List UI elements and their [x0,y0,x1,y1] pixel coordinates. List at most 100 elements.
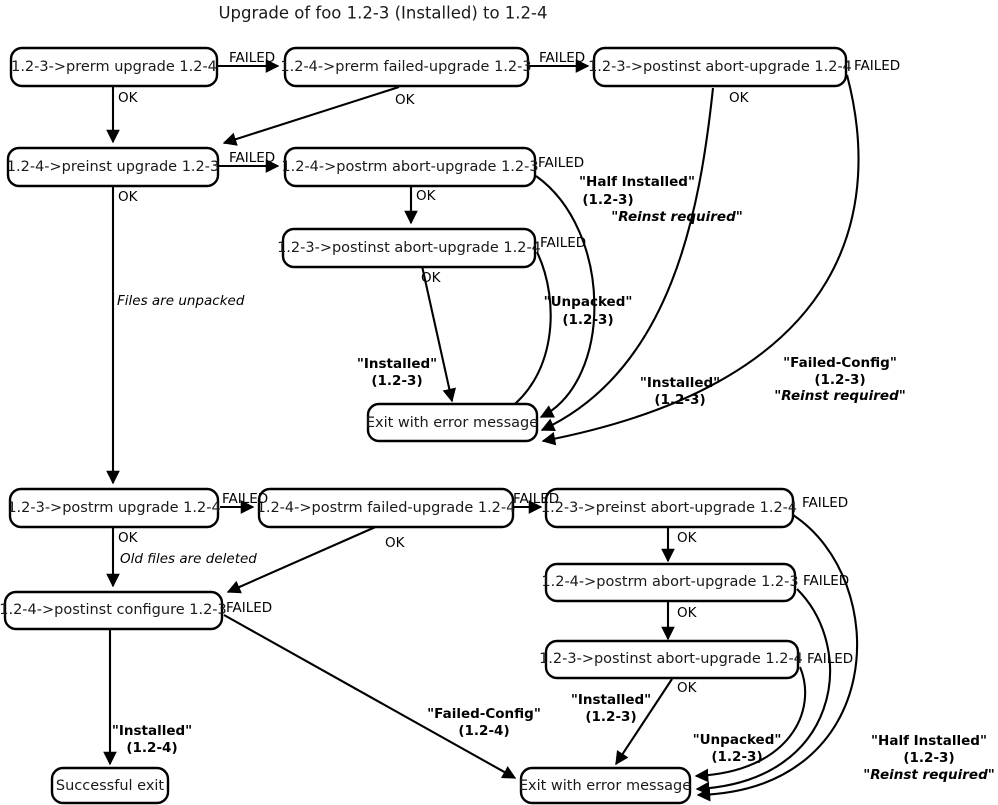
node-label: 1.2-4->postinst configure 1.2-3 [0,602,227,618]
edge-label-failed: FAILED [513,491,559,507]
state-name: "Half Installed" [871,733,987,749]
edge-postinstabortlow-ok [615,678,673,766]
edge-postinstabortmid-ok [420,265,456,403]
state-reinst-required: "Reinst required" [611,209,743,225]
node-label: 1.2-3->preinst abort-upgrade 1.2-4 [541,500,797,516]
state-name: "Installed" [640,375,720,391]
node-label: 1.2-3->postinst abort-upgrade 1.2-4 [588,59,852,75]
state-installed-top-left: "Installed" (1.2-3) [357,356,437,389]
edge-prermfailed-ok [222,85,400,146]
state-version: (1.2-3) [711,749,762,765]
edge-label-failed: FAILED [229,150,275,166]
node-label: 1.2-4->preinst upgrade 1.2-3 [7,159,219,175]
edge-postrmfailed-ok [226,524,381,594]
edge-label-failed: FAILED [802,495,848,511]
state-name: "Half Installed" [579,174,695,190]
state-version: (1.2-3) [562,312,613,328]
state-version: (1.2-3) [654,392,705,408]
edge-label-ok: OK [395,92,416,108]
edge-label-failed: FAILED [222,491,268,507]
state-name: "Installed" [112,723,192,739]
edge-label-ok: OK [385,535,406,551]
note-files-unpacked: Files are unpacked [117,293,245,309]
state-version: (1.2-4) [458,723,509,739]
edge-label-ok: OK [677,680,698,696]
state-installed-bottom: "Installed" (1.2-3) [571,692,651,725]
node-label: 1.2-4->postrm abort-upgrade 1.2-3 [281,159,538,175]
page-title: Upgrade of foo 1.2-3 (Installed) to 1.2-… [218,4,547,23]
node-exit-error-bottom[interactable]: Exit with error message [519,766,691,805]
edge-postinstabortlow-failed [694,666,807,783]
node-postrm-upgrade[interactable]: 1.2-3->postrm upgrade 1.2-4 [7,487,221,529]
edge-label-failed: FAILED [807,651,853,667]
edge-postinstabortmid-failed [498,251,552,416]
node-label: Successful exit [56,778,165,794]
edge-postinstconfigure-failed [223,614,517,779]
edge-label-failed: FAILED [540,235,586,251]
edge-label-ok: OK [421,270,442,286]
node-preinst-upgrade[interactable]: 1.2-4->preinst upgrade 1.2-3 [7,146,219,188]
edge-preinstabort-failed [696,514,858,802]
state-name: "Failed-Config" [783,355,897,371]
edge-postrmabortlow-failed [695,588,832,796]
edge-label-failed: FAILED [854,58,900,74]
node-postinst-abort-low[interactable]: 1.2-3->postinst abort-upgrade 1.2-4 [539,639,803,680]
node-preinst-abort-upgrade[interactable]: 1.2-3->preinst abort-upgrade 1.2-4 [541,487,797,529]
node-postinst-abort-mid[interactable]: 1.2-3->postinst abort-upgrade 1.2-4 [277,227,541,269]
edge-label-ok: OK [118,90,139,106]
state-half-installed-bottom: "Half Installed" (1.2-3) "Reinst require… [863,733,995,783]
state-name: "Installed" [357,356,437,372]
state-name: "Installed" [571,692,651,708]
edge-label-failed: FAILED [538,155,584,171]
node-prerm-failed-upgrade[interactable]: 1.2-4->prerm failed-upgrade 1.2-3 [280,46,532,88]
node-label: 1.2-3->postinst abort-upgrade 1.2-4 [539,651,803,667]
node-label: 1.2-4->postrm failed-upgrade 1.2-4 [257,500,516,516]
state-failed-config-bottom: "Failed-Config" (1.2-4) [427,706,541,739]
node-successful-exit[interactable]: Successful exit [50,766,170,805]
state-version: (1.2-3) [582,192,633,208]
edge-label-failed: FAILED [803,573,849,589]
state-version: (1.2-3) [903,750,954,766]
edge-postrmabortmid-failed [535,175,596,418]
edge-label-failed: FAILED [229,50,275,66]
state-version: (1.2-3) [814,372,865,388]
state-reinst-required: "Reinst required" [863,767,995,783]
node-label: 1.2-4->postrm abort-upgrade 1.2-3 [541,574,798,590]
node-label: Exit with error message [519,778,691,794]
state-failed-config-top: "Failed-Config" (1.2-3) "Reinst required… [774,355,906,404]
node-label: 1.2-3->prerm upgrade 1.2-4 [11,59,217,75]
node-postrm-abort-low[interactable]: 1.2-4->postrm abort-upgrade 1.2-3 [541,562,799,603]
state-half-installed-top: "Half Installed" (1.2-3) "Reinst require… [579,174,743,225]
node-exit-error-top[interactable]: Exit with error message [366,402,538,443]
node-label: Exit with error message [366,415,538,431]
state-unpacked-top: "Unpacked" (1.2-3) [544,294,633,328]
edge-label-ok: OK [416,188,437,204]
node-postinst-configure[interactable]: 1.2-4->postinst configure 1.2-3 [0,590,227,631]
state-unpacked-bottom: "Unpacked" (1.2-3) [693,732,782,765]
state-version: (1.2-4) [126,740,177,756]
node-prerm-upgrade[interactable]: 1.2-3->prerm upgrade 1.2-4 [9,46,219,88]
state-version: (1.2-3) [585,709,636,725]
state-version: (1.2-3) [371,373,422,389]
node-postrm-abort-mid[interactable]: 1.2-4->postrm abort-upgrade 1.2-3 [281,146,539,188]
state-installed-successful: "Installed" (1.2-4) [112,723,192,756]
state-reinst-required: "Reinst required" [774,388,906,404]
edge-label-failed: FAILED [539,50,585,66]
node-label: 1.2-3->postinst abort-upgrade 1.2-4 [277,240,541,256]
state-installed-top-right: "Installed" (1.2-3) [640,375,720,408]
note-old-files-deleted: Old files are deleted [120,551,257,567]
edge-label-failed: FAILED [226,600,272,616]
edge-label-ok: OK [677,530,698,546]
edge-label-ok: OK [729,90,750,106]
node-postinst-abort-top[interactable]: 1.2-3->postinst abort-upgrade 1.2-4 [588,46,852,88]
edge-postinstaborttop-failed [541,74,860,446]
node-label: 1.2-3->postrm upgrade 1.2-4 [7,500,220,516]
edge-label-ok: OK [118,530,139,546]
state-name: "Failed-Config" [427,706,541,722]
node-label: 1.2-4->prerm failed-upgrade 1.2-3 [280,59,531,75]
edge-label-ok: OK [677,605,698,621]
node-postrm-failed-upgrade[interactable]: 1.2-4->postrm failed-upgrade 1.2-4 [257,487,516,529]
edge-label-ok: OK [118,189,139,205]
